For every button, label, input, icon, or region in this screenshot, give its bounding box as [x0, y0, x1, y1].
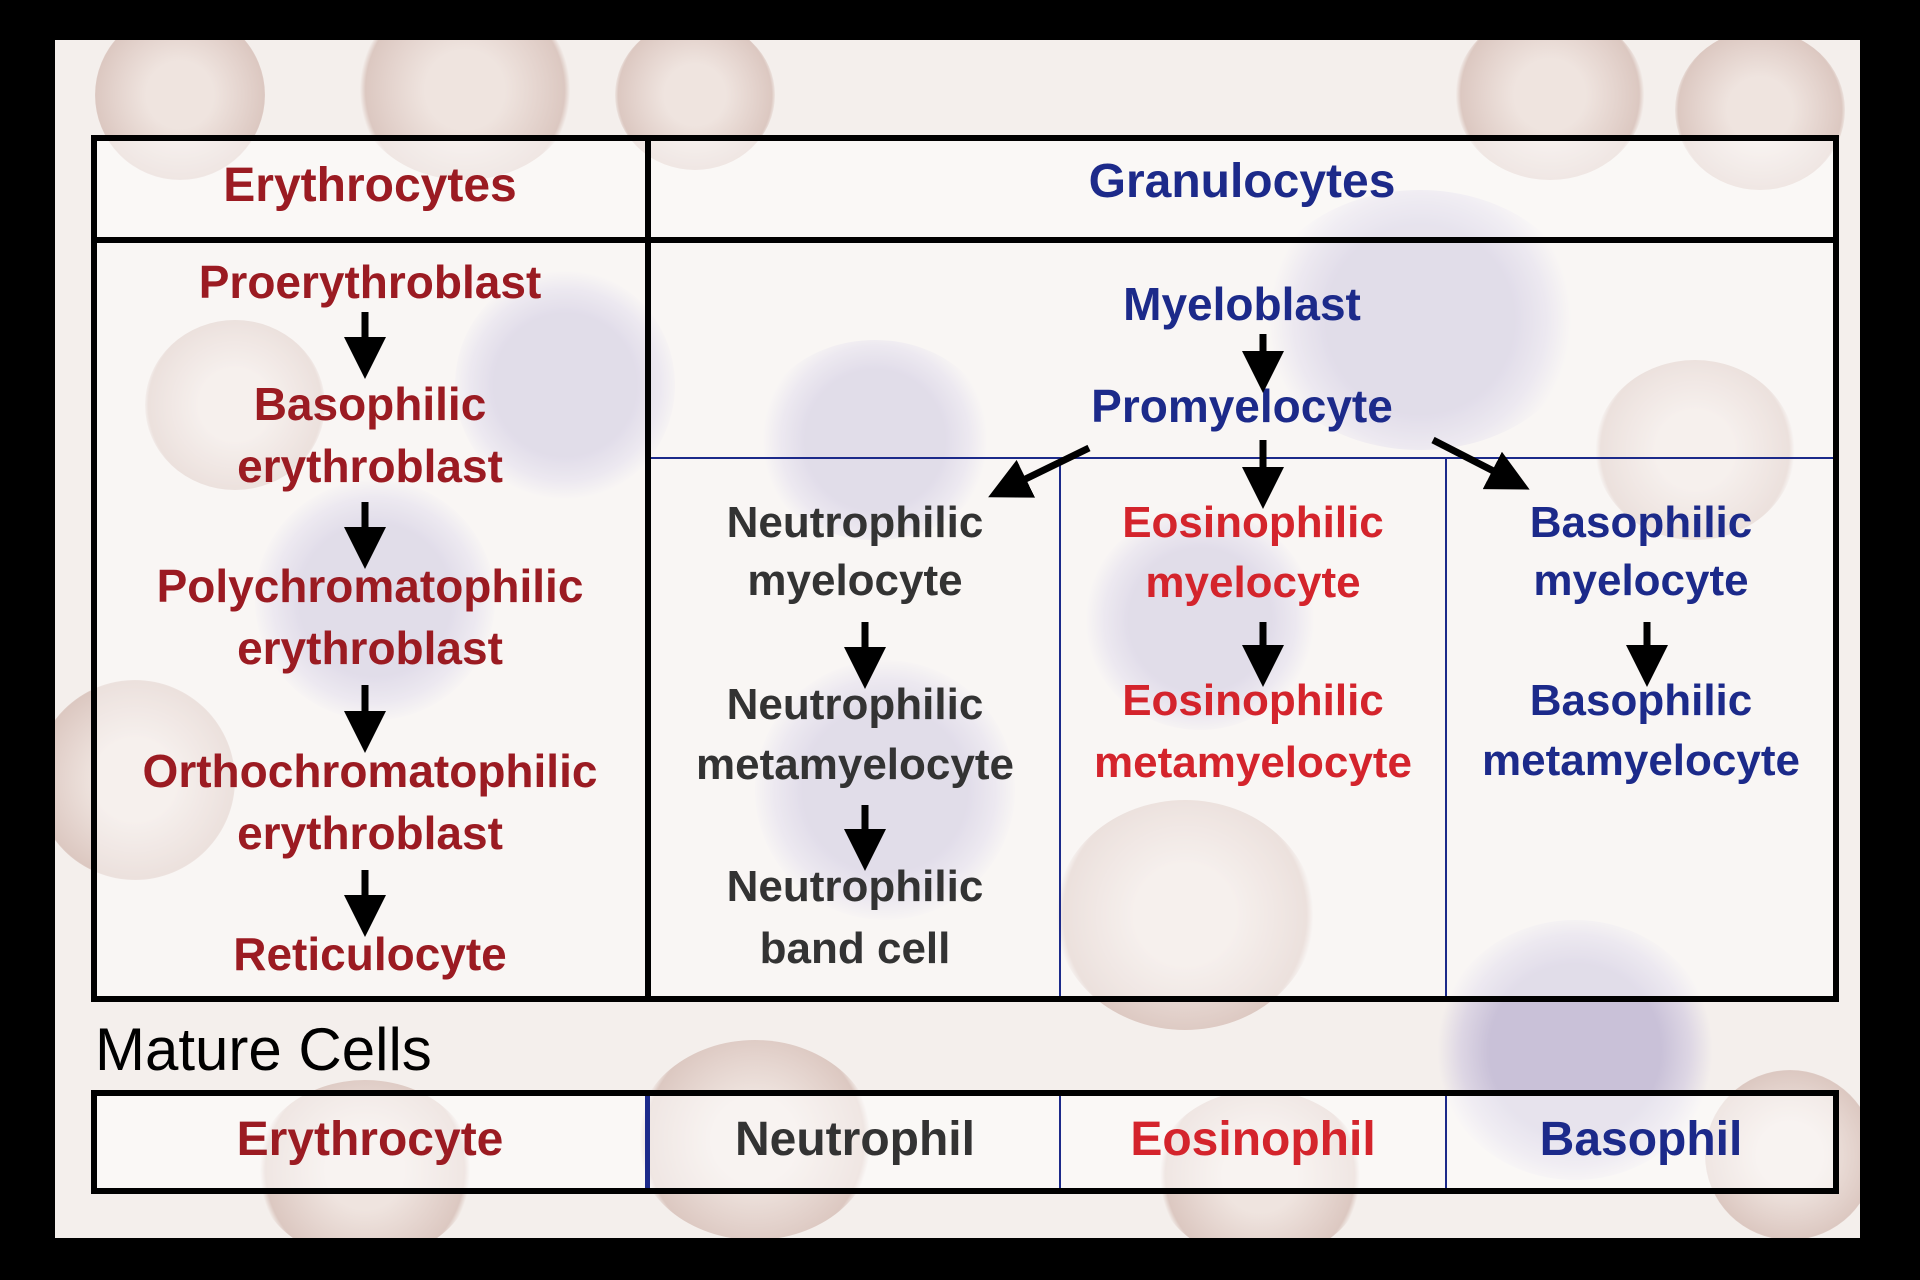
polychromatophilic-erythroblast-label-2: erythroblast [237, 622, 503, 674]
diagram-frame: Erythrocytes Granulocytes Proerythroblas… [55, 40, 1860, 1238]
basophilic-erythroblast-label-1: Basophilic [253, 378, 487, 430]
mature-neutrophil-label: Neutrophil [735, 1113, 975, 1166]
background-cell [145, 320, 325, 490]
background-cell [455, 270, 675, 500]
orthochromatophilic-erythroblast-label-2: erythroblast [237, 807, 503, 859]
subgroup-top-line [651, 457, 1833, 459]
mature-divider-1 [645, 1096, 650, 1188]
neutrophilic-myelocyte-label-1: Neutrophilic [726, 498, 984, 547]
mature-erythrocyte-label: Erythrocyte [236, 1113, 504, 1166]
neutrophilic-metamyelocyte-label-2: metamyelocyte [696, 740, 1014, 789]
basophilic-metamyelocyte-label-2: metamyelocyte [1482, 736, 1800, 785]
body-divider [645, 243, 651, 1002]
background-cell [1055, 800, 1315, 1030]
basophilic-erythroblast-label-2: erythroblast [237, 440, 503, 492]
background-cell [55, 680, 235, 880]
background-cell [1085, 510, 1315, 730]
promyelocyte-label: Promyelocyte [1091, 380, 1393, 432]
arrows-layer [344, 312, 1668, 937]
neutrophilic-band-cell-label-2: band cell [759, 924, 951, 973]
header-box [91, 135, 1839, 243]
eosinophilic-myelocyte-label-2: myelocyte [1145, 558, 1361, 607]
mature-divider-2 [1059, 1096, 1061, 1188]
erythrocytes-header: Erythrocytes [223, 159, 517, 212]
arrow-diagonal-right-icon [1431, 436, 1530, 490]
header-divider [645, 135, 651, 243]
neutrophilic-myelocyte-label-2: myelocyte [747, 556, 963, 605]
background-cell [755, 340, 995, 540]
background-cell [755, 660, 1015, 920]
proerythroblast-label: Proerythroblast [198, 256, 542, 308]
myeloblast-label: Myeloblast [1123, 278, 1361, 330]
mature-cells-box [91, 1090, 1839, 1194]
arrow-diagonal-left-icon [988, 444, 1091, 498]
orthochromatophilic-erythroblast-label-1: Orthochromatophilic [142, 745, 598, 797]
mature-basophil-label: Basophil [1539, 1113, 1743, 1166]
mature-cells-title: Mature Cells [95, 1016, 432, 1083]
background-cell [1595, 360, 1795, 540]
basophilic-myelocyte-label-1: Basophilic [1529, 498, 1753, 547]
eosinophilic-metamyelocyte-label-2: metamyelocyte [1094, 738, 1412, 787]
mature-eosinophil-label: Eosinophil [1130, 1113, 1376, 1166]
subgroup-divider-1 [1059, 457, 1061, 996]
mature-divider-3 [1445, 1096, 1447, 1188]
subgroup-divider-2 [1445, 457, 1447, 996]
granulocytes-header: Granulocytes [1088, 155, 1396, 208]
background-cell [255, 480, 495, 720]
basophilic-myelocyte-label-2: myelocyte [1533, 556, 1749, 605]
